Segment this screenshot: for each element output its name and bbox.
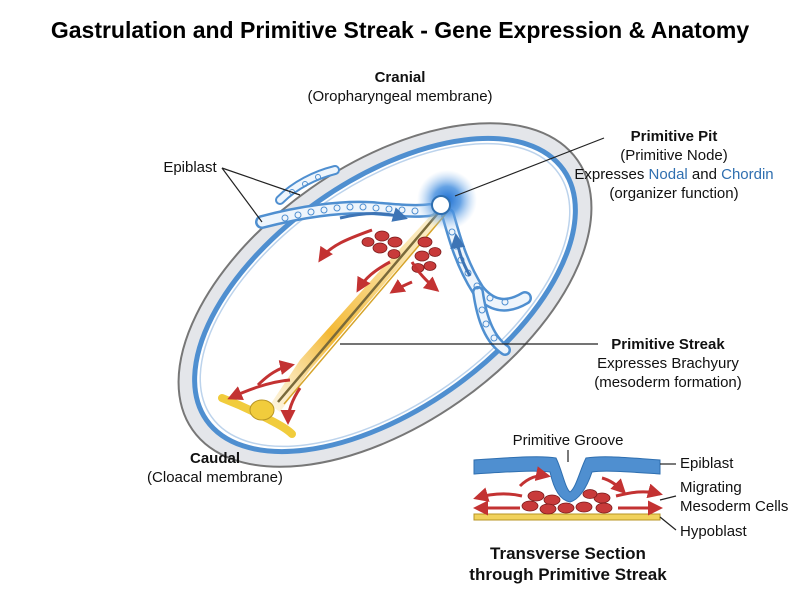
pit-function-label: (organizer function)	[609, 185, 738, 202]
epiblast-leader-1	[221, 167, 263, 223]
cross-hypoblast-label: Hypoblast	[680, 523, 748, 540]
cross-hypoblast-layer	[473, 513, 661, 521]
cross-epiblast-label: Epiblast	[680, 455, 734, 472]
brachyury-label: Expresses Brachyury	[597, 355, 739, 372]
mesoderm-formation-label: (mesoderm formation)	[594, 374, 742, 391]
caudal-sub-label: (Cloacal membrane)	[147, 469, 283, 486]
cross-epiblast-layer	[473, 456, 661, 503]
leader-lines	[221, 137, 605, 345]
cross-arrows	[473, 466, 663, 516]
epiblast-label: Epiblast	[163, 159, 217, 176]
mesoderm-clusters	[361, 230, 442, 273]
primitive-node-label: (Primitive Node)	[620, 147, 728, 164]
primitive-pit-label: Primitive Pit	[631, 128, 718, 145]
primitive-node	[417, 170, 477, 230]
gene-and: and	[688, 166, 721, 183]
gene-chordin: Chordin	[721, 166, 774, 183]
pit-expression-label: Expresses Nodal and Chordin	[574, 166, 773, 183]
migration-arrows	[227, 207, 472, 425]
cross-mesoderm-cells	[521, 489, 613, 515]
cranial-sub-label: (Oropharyngeal membrane)	[307, 88, 492, 105]
primitive-streak-label: Primitive Streak	[611, 336, 725, 353]
pit-leader	[454, 137, 605, 197]
diagram-title: Gastrulation and Primitive Streak - Gene…	[51, 17, 749, 43]
streak-groove-line	[277, 204, 446, 403]
cloacal-membrane	[218, 394, 296, 438]
gene-nodal: Nodal	[649, 166, 688, 183]
cross-mesoderm-cells-label: Mesoderm Cells	[680, 498, 788, 515]
section-title-line-1: Transverse Section	[490, 544, 646, 563]
cross-migrating-label: Migrating	[680, 479, 742, 496]
caudal-label: Caudal	[190, 450, 240, 467]
primitive-groove-label: Primitive Groove	[513, 432, 624, 449]
cranial-label: Cranial	[375, 69, 426, 86]
expresses-prefix: Expresses	[574, 166, 648, 183]
section-title-line-2: through Primitive Streak	[469, 565, 667, 584]
cross-section: Primitive Groove Epibl	[469, 432, 788, 584]
epiblast-leader-2	[221, 167, 301, 196]
